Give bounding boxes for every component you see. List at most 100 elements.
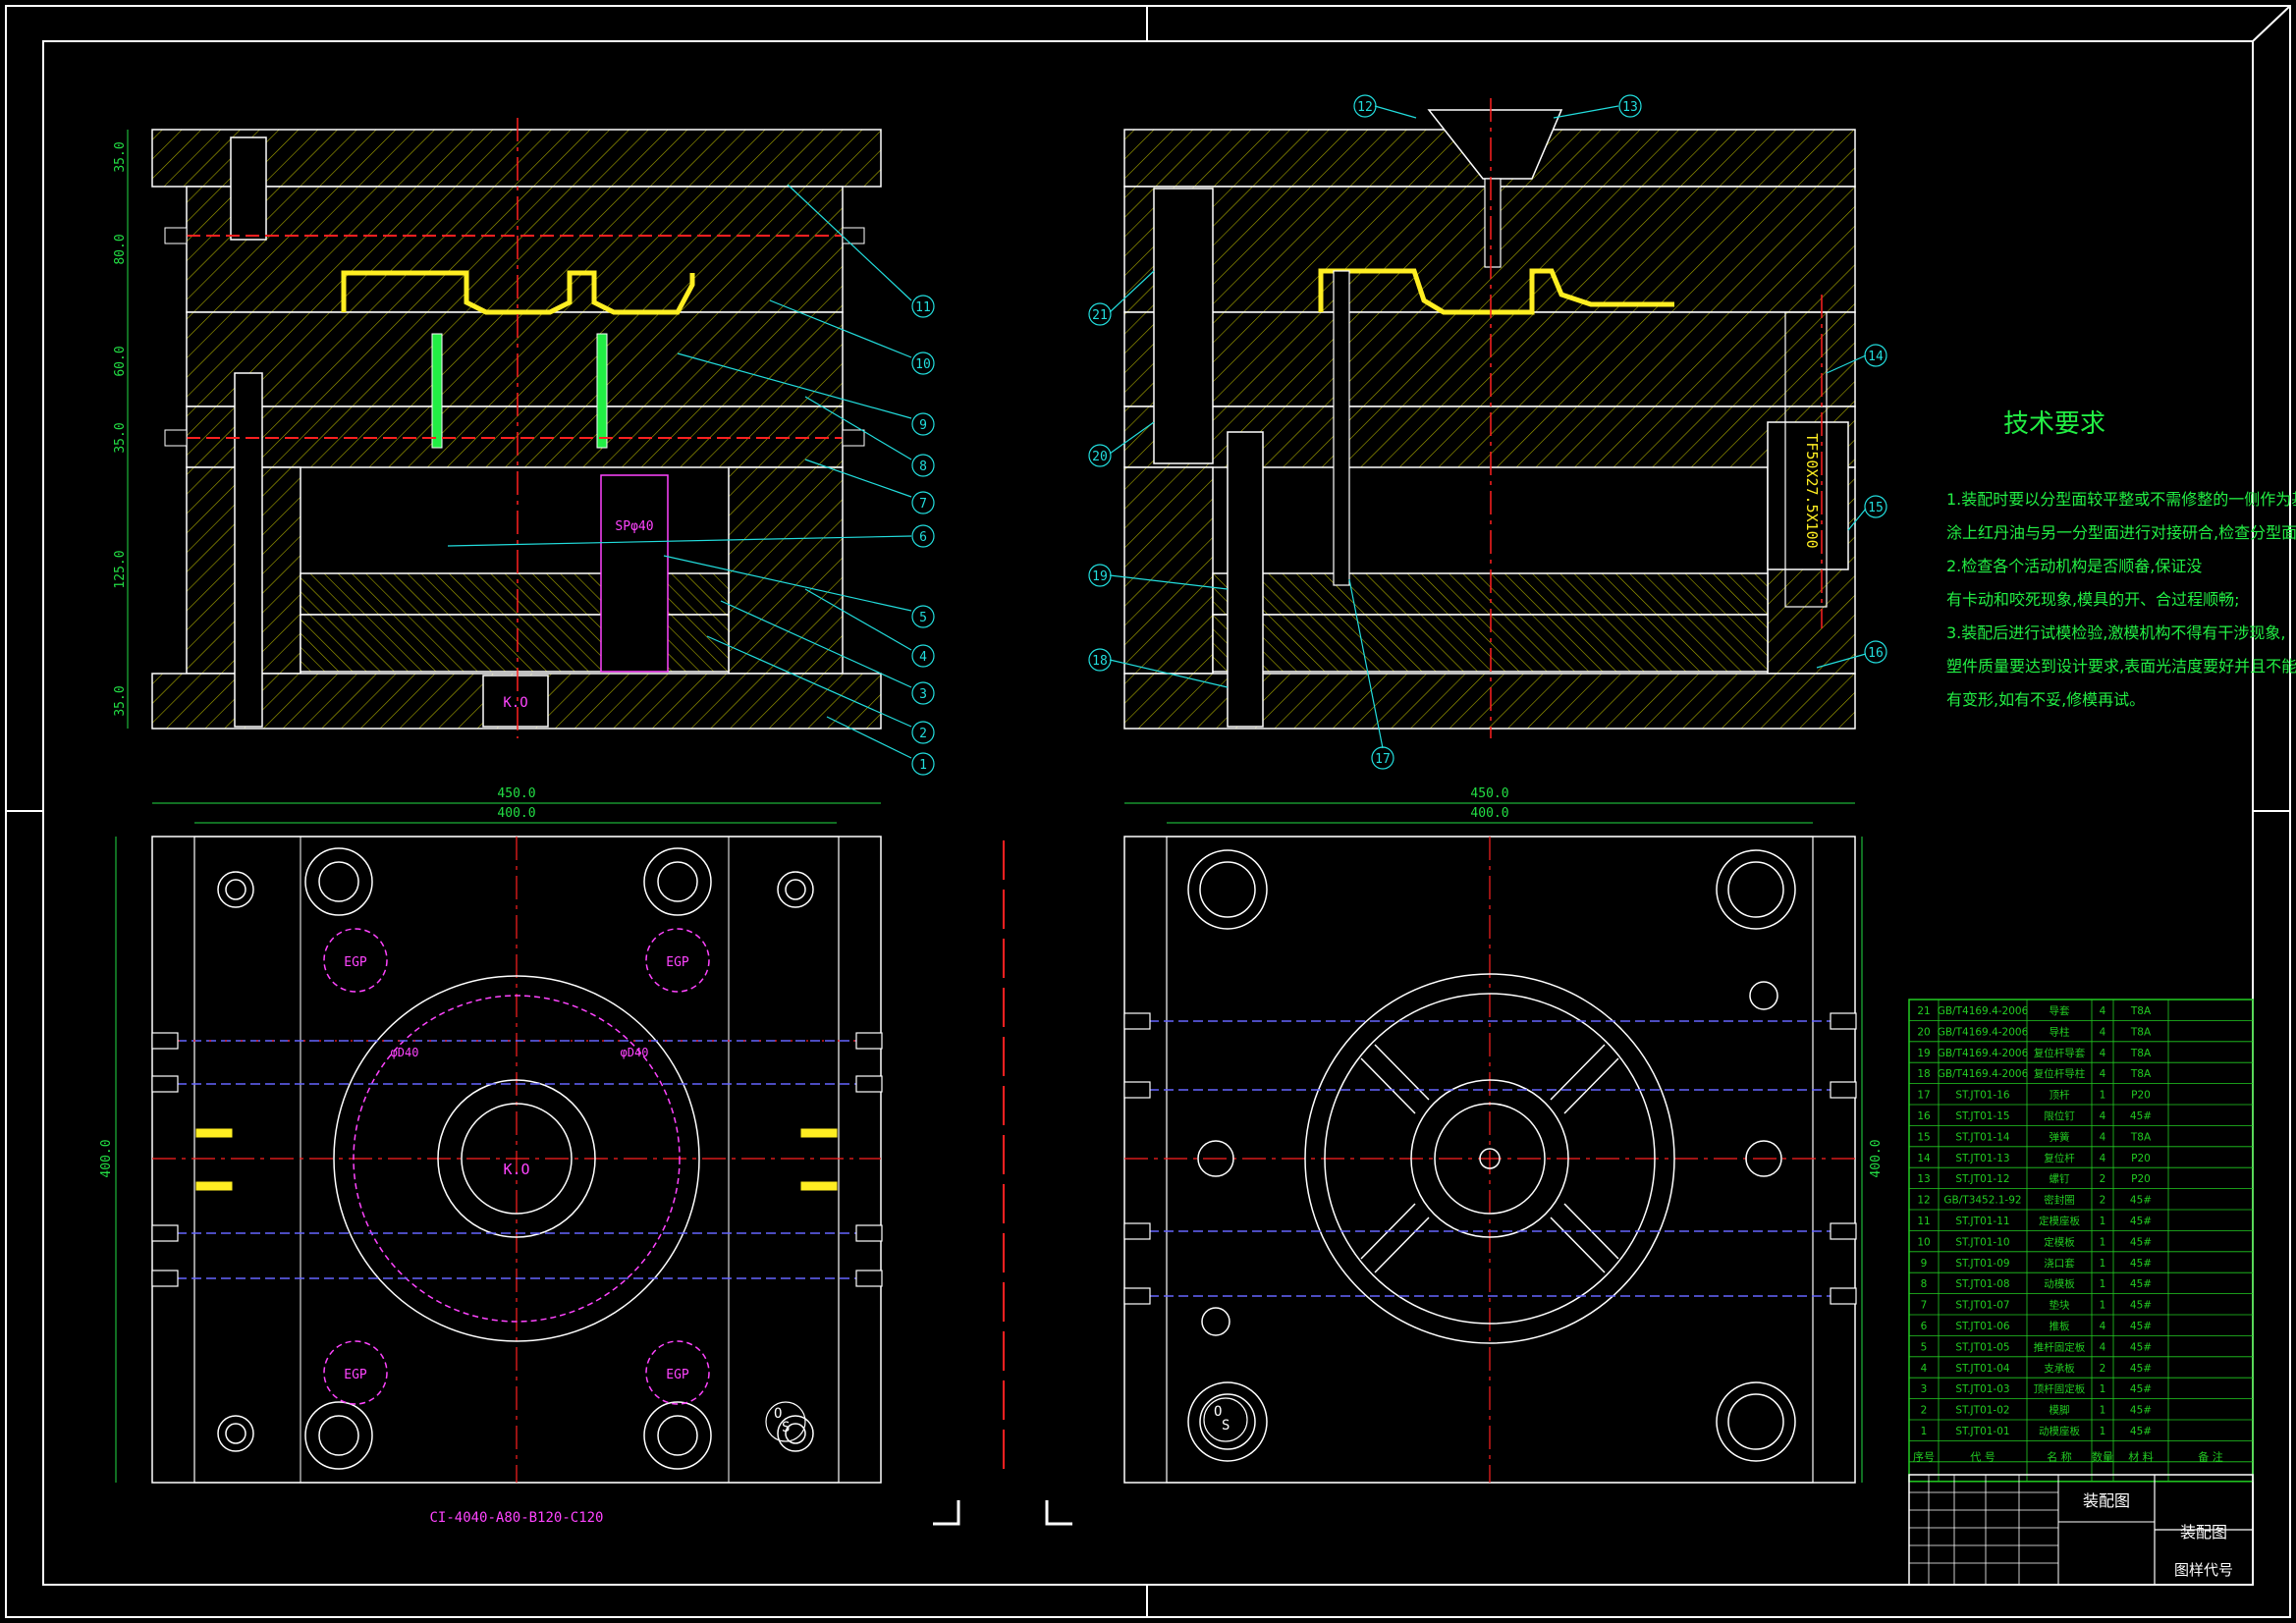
bom-cell: ST.JT01-06 — [1955, 1321, 2010, 1332]
bom-cell: 45# — [2130, 1236, 2152, 1248]
callout-16: 16 — [1868, 646, 1884, 661]
bom-cell: 45# — [2130, 1321, 2152, 1332]
bom-cell: GB/T4169.4-2006 — [1938, 1026, 2029, 1038]
bom-cell: 6 — [1921, 1321, 1928, 1332]
bom-cell: ST.JT01-05 — [1955, 1341, 2009, 1353]
bom-cell: 2 — [1921, 1405, 1928, 1417]
bom-cell: 4 — [1921, 1363, 1928, 1375]
bom-cell: 1 — [2100, 1258, 2106, 1270]
section-view-left: SPφ40 K.O — [151, 118, 882, 738]
bom-cell: ST.JT01-04 — [1955, 1363, 2010, 1375]
bom-cell: T8A — [2130, 1131, 2152, 1143]
bom-cell: 导柱 — [2050, 1025, 2071, 1038]
bom-cell: GB/T4169.4-2006 — [1938, 1005, 2029, 1017]
callout-17: 17 — [1375, 752, 1391, 767]
os-s-left: S — [782, 1420, 790, 1435]
bom-header-cell: 材 料 — [2128, 1449, 2154, 1463]
bom-cell: 16 — [1917, 1110, 1931, 1122]
sheet-frame — [5, 5, 2291, 1618]
dim-450-right: 450.0 — [1470, 786, 1508, 801]
bom-cell: 8 — [1921, 1278, 1928, 1290]
bom-cell: 45# — [2130, 1216, 2152, 1227]
bom-cell: ST.JT01-01 — [1955, 1426, 2009, 1437]
bom-cell: 45# — [2130, 1195, 2152, 1207]
callout-3: 3 — [919, 687, 927, 702]
callout-11: 11 — [915, 300, 931, 315]
callout-4: 4 — [919, 650, 927, 665]
bom-cell: 45# — [2130, 1405, 2152, 1417]
bom-cell: GB/T4169.4-2006 — [1938, 1048, 2029, 1059]
bom-cell: ST.JT01-09 — [1955, 1258, 2009, 1270]
bom-cell: 45# — [2130, 1426, 2152, 1437]
bom-cell: 动模座板 — [2039, 1425, 2080, 1437]
bom-cell: 弹簧 — [2050, 1130, 2070, 1143]
bom-cell: 限位钉 — [2044, 1109, 2075, 1122]
bom-cell: 3 — [1921, 1383, 1928, 1395]
plan-view-left: 450.0 400.0 400.0 EGP — [99, 786, 1005, 1526]
callout-12: 12 — [1357, 100, 1373, 115]
right-callouts: 12 13 21 20 14 15 19 18 17 16 — [1088, 94, 1887, 770]
callout-6: 6 — [919, 530, 927, 545]
bom-cell: ST.JT01-12 — [1955, 1173, 2009, 1185]
dim-125: 125.0 — [113, 550, 128, 588]
callout-18: 18 — [1092, 654, 1108, 669]
bom-cell: 45# — [2130, 1341, 2152, 1353]
bom-cell: 推板 — [2050, 1320, 2071, 1332]
bom-cell: 推杆固定板 — [2034, 1340, 2086, 1353]
bom-cell: 1 — [2100, 1216, 2106, 1227]
callout-9: 9 — [919, 418, 927, 433]
tech-line-4: 有卡动和咬死现象,模具的开、合过程顺畅; — [1946, 590, 2239, 609]
bom-cell: 4 — [2100, 1110, 2106, 1122]
tech-line-1: 1.装配时要以分型面较平整或不需修整的一侧作为基准, — [1946, 490, 2296, 509]
bom-cell: ST.JT01-13 — [1955, 1153, 2009, 1164]
bom-cell: 45# — [2130, 1300, 2152, 1312]
bom-cell: 2 — [2100, 1363, 2106, 1375]
bom-cell: 定模板 — [2044, 1235, 2075, 1248]
section-view-right: TF50X27.5X100 — [1123, 98, 1856, 738]
ko-label-section: K.O — [503, 695, 527, 711]
bom-header-cell: 备 注 — [2198, 1449, 2223, 1463]
egp-label-3: EGP — [344, 1368, 367, 1382]
drawing-name-center: 装配图 — [2083, 1491, 2130, 1510]
bom-header-cell: 名 称 — [2047, 1449, 2072, 1463]
bom-cell: 18 — [1917, 1068, 1930, 1080]
hole-label-1: φD40 — [391, 1046, 419, 1059]
bom-cell: ST.JT01-02 — [1955, 1405, 2009, 1417]
tech-line-3: 2.检查各个活动机构是否顺畚,保证没 — [1946, 557, 2202, 575]
hole-label-2: φD40 — [621, 1046, 649, 1059]
egp-label-4: EGP — [666, 1368, 689, 1382]
bom-cell: T8A — [2130, 1048, 2152, 1059]
bom-cell: ST.JT01-08 — [1955, 1278, 2009, 1290]
bom-cell: 19 — [1917, 1048, 1930, 1059]
callout-2: 2 — [919, 727, 927, 741]
bom-cell: P20 — [2131, 1090, 2151, 1102]
callout-7: 7 — [919, 497, 927, 512]
bom-cell: T8A — [2130, 1068, 2152, 1080]
dim-400-left: 400.0 — [497, 806, 535, 821]
bom-cell: 5 — [1921, 1341, 1928, 1353]
tech-title: 技术要求 — [2003, 409, 2105, 439]
bom-cell: 顶杆固定板 — [2034, 1382, 2086, 1395]
callout-15: 15 — [1868, 501, 1884, 515]
os-o-left: O — [774, 1406, 782, 1422]
drawing-code: 图样代号 — [2174, 1561, 2233, 1579]
tech-line-7: 有变形,如有不妥,修模再试。 — [1946, 690, 2145, 709]
bom-cell: 4 — [2100, 1321, 2106, 1332]
dim-35-bottom: 35.0 — [113, 685, 128, 716]
dim-450-left: 450.0 — [497, 786, 535, 801]
bom-header-cell: 序号 — [1913, 1449, 1935, 1463]
bom-cell: 模脚 — [2050, 1404, 2070, 1417]
callout-19: 19 — [1092, 569, 1108, 584]
bom-cell: 1 — [2100, 1426, 2106, 1437]
bom-cell: T8A — [2130, 1026, 2152, 1038]
bom-cell: 11 — [1917, 1216, 1930, 1227]
callout-13: 13 — [1622, 100, 1638, 115]
dim-400-right: 400.0 — [1470, 806, 1508, 821]
callout-20: 20 — [1092, 450, 1108, 464]
os-s-right: S — [1222, 1418, 1230, 1434]
bom-cell: P20 — [2131, 1153, 2151, 1164]
bom-cell: 4 — [2100, 1153, 2106, 1164]
bom-cell: 45# — [2130, 1383, 2152, 1395]
bom-cell: 4 — [2100, 1005, 2106, 1017]
